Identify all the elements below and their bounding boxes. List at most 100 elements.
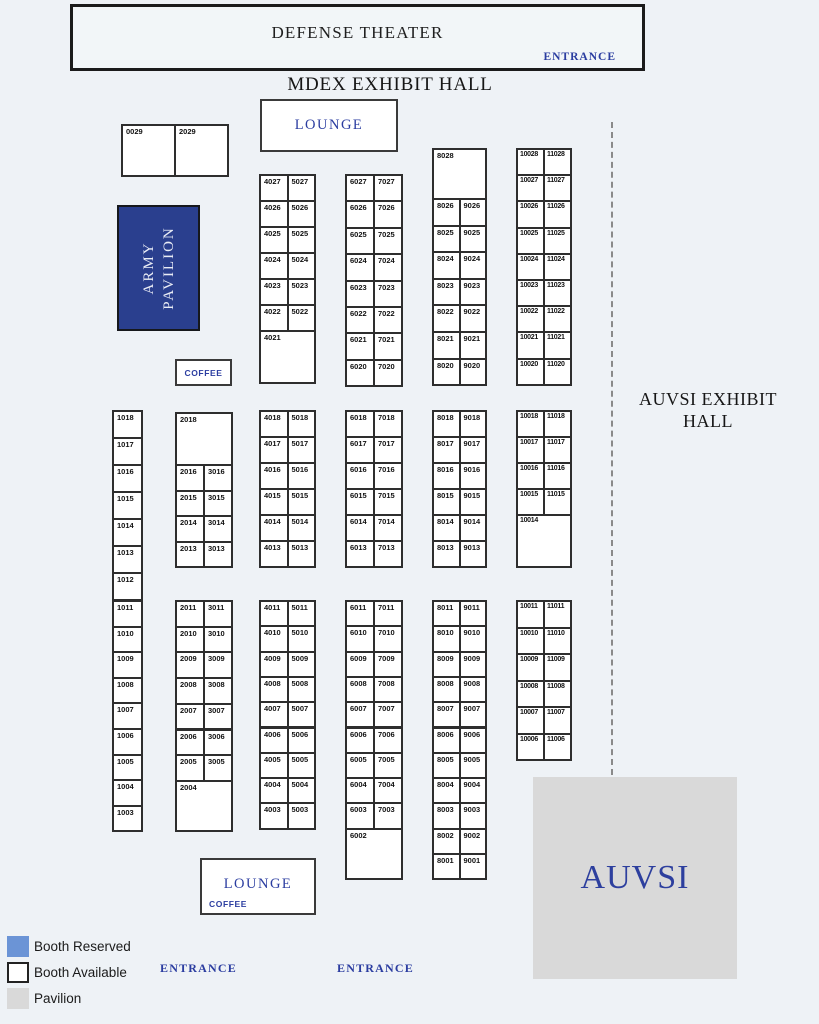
booth-5007: 5007 (286, 701, 316, 729)
booth-2010: 2010 (175, 625, 205, 654)
booth-6004: 6004 (345, 777, 375, 805)
booth-9008: 9008 (458, 675, 487, 704)
booth-label: 4009 (264, 653, 281, 663)
booth-10028: 10028 (516, 148, 545, 177)
booth-label: 10024 (520, 255, 538, 263)
booth-label: 9017 (463, 439, 481, 448)
booth-8023: 8023 (432, 277, 461, 307)
booth-8009: 8009 (432, 650, 461, 678)
booth-label: 8020 (437, 360, 454, 370)
booth-label: 8001 (437, 856, 454, 865)
booth-11018: 11018 (543, 410, 572, 438)
booth-label: 7027 (378, 177, 395, 186)
booth-label: 2018 (180, 415, 197, 424)
booth-label: 3015 (208, 492, 225, 502)
booth-label: 8024 (437, 254, 454, 264)
booth-10018: 10018 (516, 410, 545, 438)
booth-label: 5025 (291, 229, 309, 238)
booth-1007: 1007 (112, 702, 143, 730)
booth-8024: 8024 (432, 251, 461, 280)
booth-1017: 1017 (112, 437, 143, 466)
booth-9023: 9023 (458, 277, 487, 307)
booth-9024: 9024 (458, 251, 487, 280)
booth-5015: 5015 (286, 488, 316, 516)
booth-7017: 7017 (373, 436, 403, 464)
booth-label: 9024 (463, 254, 481, 264)
booth-label: 8015 (437, 491, 454, 500)
booth-8016: 8016 (432, 462, 461, 490)
booth-label: 11011 (547, 603, 565, 610)
booth-2018: 2018 (175, 412, 233, 466)
booth-7021: 7021 (373, 332, 403, 361)
booth-label: 7020 (378, 361, 395, 371)
booth-label: 7006 (378, 729, 395, 739)
booth-label: 8028 (437, 151, 454, 160)
booth-label: 8014 (437, 517, 454, 526)
booth-10015: 10015 (516, 488, 545, 516)
army-pavilion-label: ARMY PAVILION (140, 226, 177, 310)
booth-6010: 6010 (345, 625, 375, 653)
booth-label: 5010 (291, 628, 309, 638)
booth-9021: 9021 (458, 331, 487, 360)
booth-label: 5003 (291, 805, 309, 815)
booth-label: 4010 (264, 628, 281, 638)
booth-9001: 9001 (458, 853, 487, 881)
booth-label: 4004 (264, 780, 281, 790)
booth-label: 10016 (520, 465, 538, 472)
booth-label: 5024 (291, 255, 309, 264)
booth-label: 1009 (117, 654, 134, 664)
booth-label: 7017 (378, 439, 395, 448)
booth-8001: 8001 (432, 853, 461, 881)
booth-2005: 2005 (175, 754, 205, 782)
booth-label: 8009 (437, 653, 454, 663)
booth-label: 1013 (117, 548, 134, 557)
booth-8017: 8017 (432, 436, 461, 464)
booth-label: 10017 (520, 439, 538, 446)
booth-6021: 6021 (345, 332, 375, 361)
booth-label: 4013 (264, 543, 281, 552)
booth-label: 8026 (437, 201, 454, 210)
booth-2006: 2006 (175, 728, 205, 757)
booth-10020: 10020 (516, 357, 545, 386)
booth-label: 10028 (520, 151, 538, 158)
booth-8013: 8013 (432, 540, 461, 568)
booth-label: 1015 (117, 494, 134, 503)
reserved-swatch (7, 936, 29, 957)
booth-7005: 7005 (373, 751, 403, 780)
booth-1016: 1016 (112, 464, 143, 493)
booth-6016: 6016 (345, 462, 375, 490)
booth-7023: 7023 (373, 279, 403, 308)
booth-label: 9026 (463, 201, 481, 210)
booth-3005: 3005 (203, 754, 233, 782)
booth-label: 9009 (463, 653, 481, 663)
booth-2015: 2015 (175, 489, 205, 517)
booth-label: 5022 (291, 307, 309, 316)
booth-label: 5008 (291, 678, 309, 688)
legend: Booth Reserved Booth Available Pavilion (7, 936, 131, 1014)
booth-label: 5023 (291, 281, 309, 290)
booth-6003: 6003 (345, 802, 375, 830)
booth-9006: 9006 (458, 726, 487, 754)
booth-label: 3009 (208, 654, 225, 664)
booth-6017: 6017 (345, 436, 375, 464)
booth-1006: 1006 (112, 728, 143, 756)
booth-label: 2016 (180, 467, 197, 476)
booth-label: 3005 (208, 757, 225, 767)
booth-11006: 11006 (543, 732, 572, 761)
booth-6009: 6009 (345, 650, 375, 678)
booth-3013: 3013 (203, 540, 233, 568)
booth-10017: 10017 (516, 436, 545, 464)
booth-1015: 1015 (112, 491, 143, 520)
auvsi-pavilion-box: AUVSI (533, 777, 737, 979)
booth-11026: 11026 (543, 200, 572, 229)
booth-3011: 3011 (203, 600, 233, 628)
entrance-label-top: ENTRANCE (543, 51, 616, 63)
booth-label: 6010 (350, 628, 367, 638)
booth-3009: 3009 (203, 651, 233, 680)
booth-label: 8008 (437, 678, 454, 688)
booth-label: 1018 (117, 413, 134, 422)
booth-label: 9004 (463, 780, 481, 790)
booth-label: 8025 (437, 227, 454, 237)
booth-label: 2008 (180, 680, 197, 690)
booth-6025: 6025 (345, 226, 375, 256)
